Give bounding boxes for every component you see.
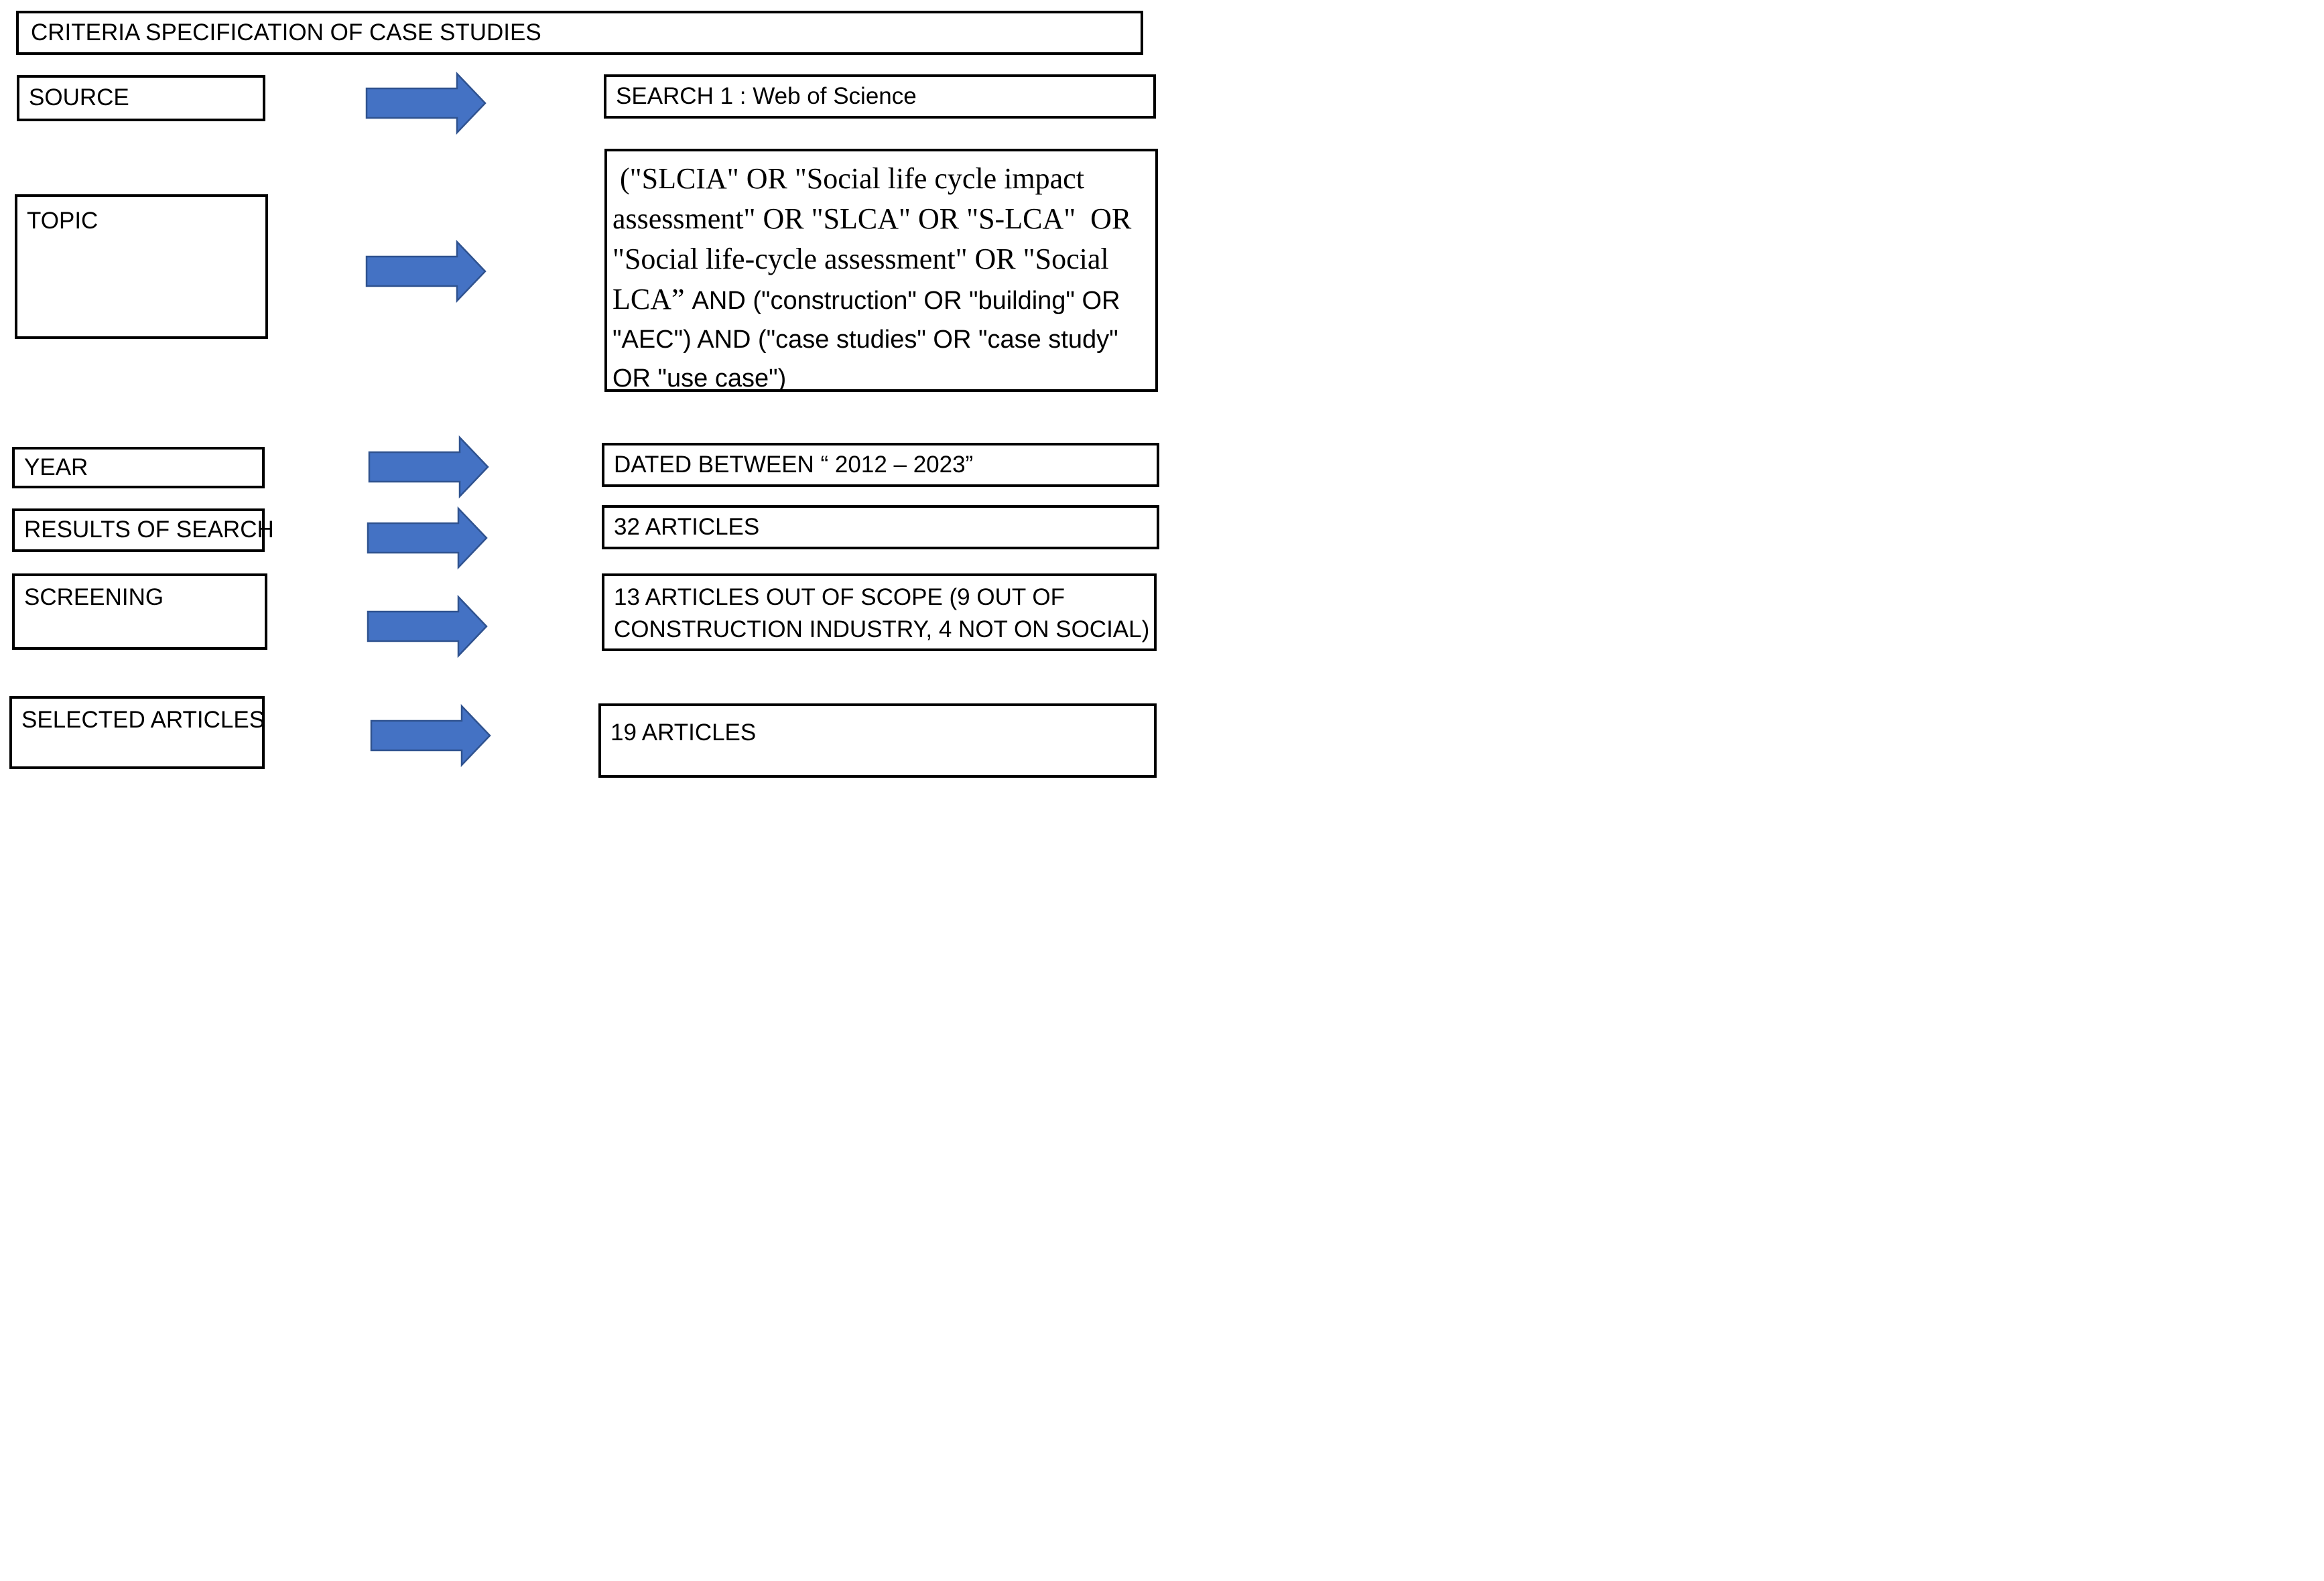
topic-query-sans-part: AND ("construction" OR "building" OR "AE…: [612, 287, 1128, 393]
criteria-flow-diagram: CRITERIA SPECIFICATION OF CASE STUDIES S…: [0, 0, 1162, 790]
year-label: YEAR: [24, 454, 88, 480]
flow-arrow-icon: [368, 435, 489, 499]
screening-label: SCREENING: [24, 584, 164, 610]
topic-label: TOPIC: [27, 208, 99, 234]
screening-label-box: SCREENING: [12, 573, 267, 650]
source-label: SOURCE: [29, 84, 129, 111]
year-value: DATED BETWEEN “ 2012 – 2023”: [614, 452, 974, 478]
selected-label: SELECTED ARTICLES: [21, 707, 265, 733]
topic-label-box: TOPIC: [15, 194, 268, 339]
results-label-box: RESULTS OF SEARCH: [12, 508, 274, 552]
year-label-box: YEAR: [12, 447, 265, 488]
topic-query-text: ("SLCIA" OR "Social life cycle impact as…: [612, 162, 1150, 401]
title-box: CRITERIA SPECIFICATION OF CASE STUDIES: [16, 11, 1143, 55]
selected-value: 19 ARTICLES: [610, 719, 757, 746]
source-value: SEARCH 1 : Web of Science: [616, 83, 917, 109]
results-value: 32 ARTICLES: [614, 514, 760, 540]
flow-arrow-icon: [365, 239, 487, 303]
flow-arrow-icon: [365, 71, 487, 135]
topic-query-serif-part: ("SLCIA" OR "Social life cycle impact as…: [612, 162, 1139, 316]
selected-value-box: 19 ARTICLES: [598, 703, 1157, 778]
flow-arrow-icon: [370, 703, 491, 768]
results-label: RESULTS OF SEARCH: [24, 517, 274, 543]
year-value-box: DATED BETWEEN “ 2012 – 2023”: [602, 443, 1159, 487]
diagram-title: CRITERIA SPECIFICATION OF CASE STUDIES: [31, 19, 541, 46]
topic-query-box: ("SLCIA" OR "Social life cycle impact as…: [604, 149, 1158, 393]
screening-value: 13 ARTICLES OUT OF SCOPE (9 OUT OF CONST…: [614, 584, 1150, 642]
flow-arrow-icon: [367, 506, 488, 570]
results-value-box: 32 ARTICLES: [602, 505, 1159, 549]
source-label-box: SOURCE: [17, 75, 265, 121]
screening-value-box: 13 ARTICLES OUT OF SCOPE (9 OUT OF CONST…: [602, 573, 1157, 651]
selected-label-box: SELECTED ARTICLES: [9, 696, 265, 769]
source-value-box: SEARCH 1 : Web of Science: [604, 74, 1156, 119]
flow-arrow-icon: [367, 594, 488, 659]
